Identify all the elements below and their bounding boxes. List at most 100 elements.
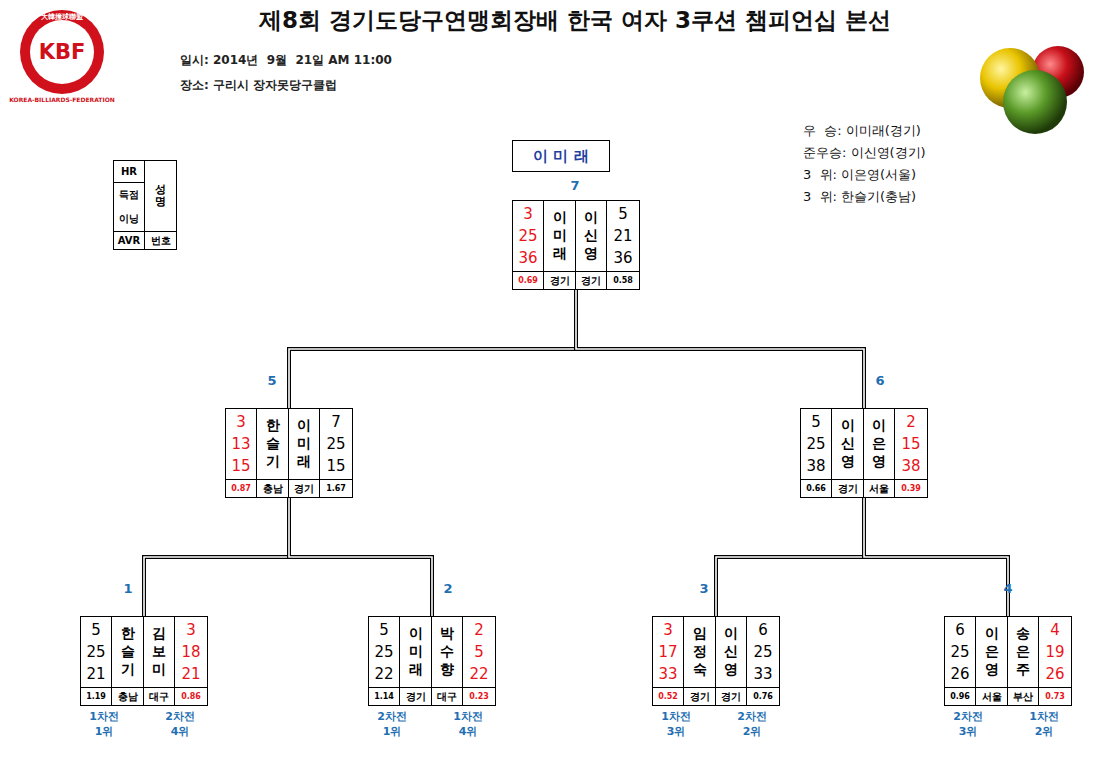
logo-text: KOREA-BILLIARDS-FEDERATION [9,96,115,103]
key-cell: HR [114,161,145,183]
match-number: 3 [699,581,708,596]
match-cell: 대구 [432,687,463,705]
hr-score: 2 [906,412,916,432]
hr-score: 3 [523,204,533,224]
connector-inner [576,290,864,408]
player-name: 이은영 [872,417,886,471]
key-cell: 득점 [114,183,145,207]
points-score: 21 [613,226,632,246]
region-name: 서울 [982,690,1002,704]
bracket-connector [864,498,1008,616]
match-cell: 0.76 [747,687,779,705]
match-cell: 0.52 [653,687,684,705]
result-line: 우 승: 이미래(경기) [803,122,921,140]
seed-label: 1위 [383,724,402,739]
seed-label: 2차전 [377,709,407,724]
match-cell: 경기 [832,479,864,497]
region-name: 경기 [581,274,601,288]
region-name: 서울 [869,482,889,496]
key-text: 이닝 [119,212,139,226]
player-name: 이신영 [724,625,738,679]
match-cell: 31733 [653,617,684,687]
bracket-connector [289,290,576,408]
match-number: 6 [875,373,884,388]
match-cell: 이신영 [832,409,864,479]
match-cell: 임정숙 [684,617,716,687]
seed-label: 3위 [667,724,686,739]
match-cell: 0.69 [513,271,544,289]
region-name: 부산 [1013,690,1033,704]
seed-label: 4위 [459,724,478,739]
innings-count: 38 [806,456,825,476]
match-cell: 1.14 [369,687,400,705]
hr-score: 2 [474,620,484,640]
match-cell: 경기 [544,271,576,289]
region-name: 충남 [263,482,283,496]
points-score: 25 [753,642,772,662]
connector-outer [144,498,289,616]
key-text: 번호 [151,234,171,248]
bracket-connector [289,498,432,616]
match-cell: 21538 [895,409,927,479]
bracket-connector [144,498,289,616]
innings-count: 26 [1045,664,1064,684]
match-cell: 0.39 [895,479,927,497]
average-value: 1.14 [374,692,394,701]
key-text: 득점 [119,188,139,202]
hr-score: 5 [379,620,389,640]
match-cell: 1.67 [320,479,352,497]
key-text: 성명 [155,184,166,208]
region-name: 경기 [721,690,741,704]
match-cell: 52538 [801,409,832,479]
match-number: 2 [443,581,452,596]
match-cell: 이은영 [864,409,895,479]
logo-ring [20,10,104,94]
event-info: 일시: 2014년 9월 21일 AM 11:00 [180,52,392,69]
connector-outer [864,498,1008,616]
points-score: 17 [658,642,677,662]
region-name: 대구 [437,690,457,704]
average-value: 0.39 [901,484,921,493]
match-cell: 52522 [369,617,400,687]
hr-score: 6 [955,620,965,640]
green-ball [1003,70,1067,134]
region-name: 경기 [690,690,710,704]
hr-score: 4 [1050,620,1060,640]
region-name: 경기 [550,274,570,288]
player-name: 이미래 [297,417,311,471]
key-cell: 이닝 [114,207,145,231]
innings-count: 36 [613,248,632,268]
match-cell: 31821 [175,617,207,687]
event-info: 장소: 구리시 장자못당구클럽 [180,77,337,94]
key-text: AVR [118,235,141,246]
page-title: 제8회 경기도당구연맹회장배 한국 여자 3쿠션 챔피언십 본선 [180,5,970,36]
points-score: 5 [474,642,484,662]
connector-outer [289,290,576,408]
points-score: 25 [806,434,825,454]
seed-label: 1차전 [89,709,119,724]
match-cell: 52521 [81,617,112,687]
match-cell: 송은주 [1008,617,1039,687]
match-cell: 김보미 [144,617,175,687]
match-cell: 0.86 [175,687,207,705]
match-cell: 0.73 [1039,687,1071,705]
result-line: 3 위: 이은영(서울) [803,166,916,184]
match-cell: 62533 [747,617,779,687]
match-cell: 한슬기 [112,617,144,687]
match-cell: 경기 [684,687,716,705]
seed-label: 1차전 [661,709,691,724]
hr-score: 3 [663,620,673,640]
innings-count: 22 [374,664,393,684]
innings-count: 21 [86,664,105,684]
winner-name: 이 미 래 [533,147,588,166]
key-cell: 성명 [145,161,176,231]
match-cell: 2522 [463,617,495,687]
player-name: 송은주 [1016,625,1030,679]
points-score: 13 [231,434,250,454]
seed-label: 1차전 [1029,709,1059,724]
seed-label: 4위 [171,724,190,739]
region-name: 경기 [838,482,858,496]
key-cell: AVR [114,231,145,249]
match-cell: 이미래 [544,201,576,271]
seed-label: 1차전 [453,709,483,724]
